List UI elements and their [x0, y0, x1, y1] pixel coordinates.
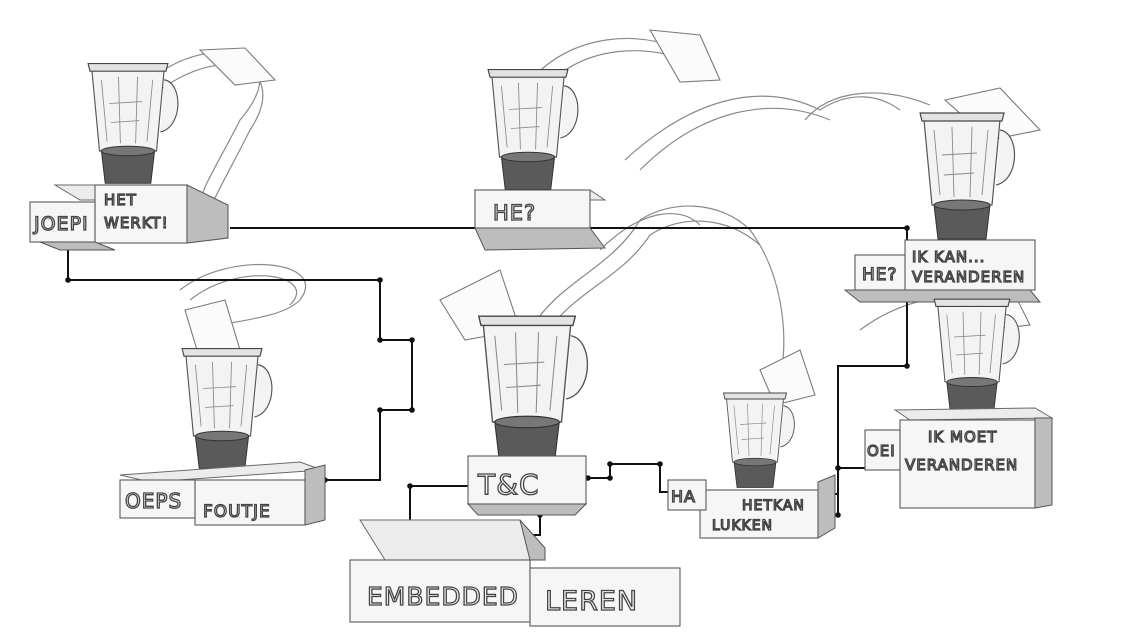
oeps-label: OEPS: [125, 489, 182, 513]
het-kan-line2: LUKKEN: [712, 518, 773, 534]
het-werkt-line1: HET: [104, 191, 137, 209]
node-ik-kan-veranderen: HE? IK KAN... VERANDEREN: [843, 112, 1042, 303]
ik-moet-line2: VERANDEREN: [905, 456, 1018, 474]
blender-icon: [487, 69, 579, 190]
node-ik-moet-veranderen: OEI IK MOET VERANDEREN: [864, 298, 1054, 509]
joepi-label: JOEPI: [33, 213, 89, 235]
node-joepi-het-werkt: JOEPI HET WERKT!: [29, 63, 229, 251]
label-block: [904, 239, 1036, 291]
label-block: [864, 429, 901, 471]
ik-kan-line2: VERANDEREN: [912, 268, 1025, 286]
tc-label: T&C: [477, 468, 540, 501]
ha-label: HA: [671, 487, 696, 506]
node-he: HE?: [473, 69, 607, 251]
blender-icon: [478, 315, 589, 462]
label-block: [194, 479, 306, 526]
label-block: [699, 489, 819, 539]
het-werkt-line2: WERKT!: [104, 214, 169, 232]
node-tc-embedded-leren: T&C EMBEDDED LEREN: [349, 315, 681, 627]
label-block: [854, 254, 906, 291]
label-block: [474, 189, 591, 229]
blender-icon: [87, 63, 179, 184]
ik-moet-line1: IK MOET: [928, 428, 997, 446]
oei-label: OEI: [867, 442, 896, 460]
label-block: [29, 201, 96, 243]
blender-icon: [723, 392, 795, 488]
label-block: [899, 419, 1036, 509]
ik-kan-line1: IK KAN...: [912, 248, 985, 266]
he2-label: HE?: [862, 265, 898, 285]
label-block: [119, 479, 196, 519]
label-block: [94, 184, 188, 244]
leren-label: LEREN: [545, 586, 638, 617]
foutje-label: FOUTJE: [203, 502, 271, 522]
label-block: [667, 479, 707, 511]
node-het-kan-lukken: HA HETKAN LUKKEN: [667, 392, 836, 539]
blender-icon: [933, 298, 1020, 414]
blender-icon: [181, 348, 273, 469]
node-oeps-foutje: OEPS FOUTJE: [119, 348, 326, 526]
he-label: HE?: [493, 201, 536, 225]
label-block: [349, 559, 531, 623]
het-kan-line1: HETKAN: [742, 498, 805, 514]
connection-lines: [65, 225, 910, 536]
embedded-label: EMBEDDED: [367, 582, 519, 611]
blender-icon: [919, 112, 1016, 240]
label-block: [529, 567, 681, 627]
